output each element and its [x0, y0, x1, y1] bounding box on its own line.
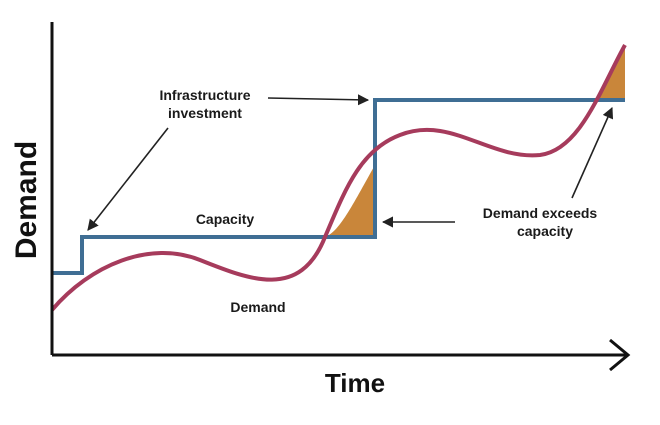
demand-exceeds-capacity-label-line2: capacity — [517, 223, 573, 239]
x-axis-arrowhead — [609, 338, 631, 372]
infrastructure-investment-label-line1: Infrastructure — [159, 87, 250, 103]
excess-demand-region-middle — [325, 165, 375, 237]
arrow-to-second-investment — [267, 94, 370, 106]
demand-curve — [50, 44, 627, 312]
capacity-label: Capacity — [196, 211, 255, 227]
x-axis-title: Time — [325, 368, 385, 398]
arrow-to-right-excess — [571, 106, 614, 199]
capacity-step-line — [52, 98, 625, 275]
infrastructure-investment-label-line2: investment — [168, 105, 242, 121]
demand-exceeds-capacity-label-line1: Demand exceeds — [483, 205, 598, 221]
demand-curve-label: Demand — [230, 299, 285, 315]
y-axis-title: Demand — [10, 141, 43, 259]
arrow-to-first-investment — [87, 127, 169, 231]
